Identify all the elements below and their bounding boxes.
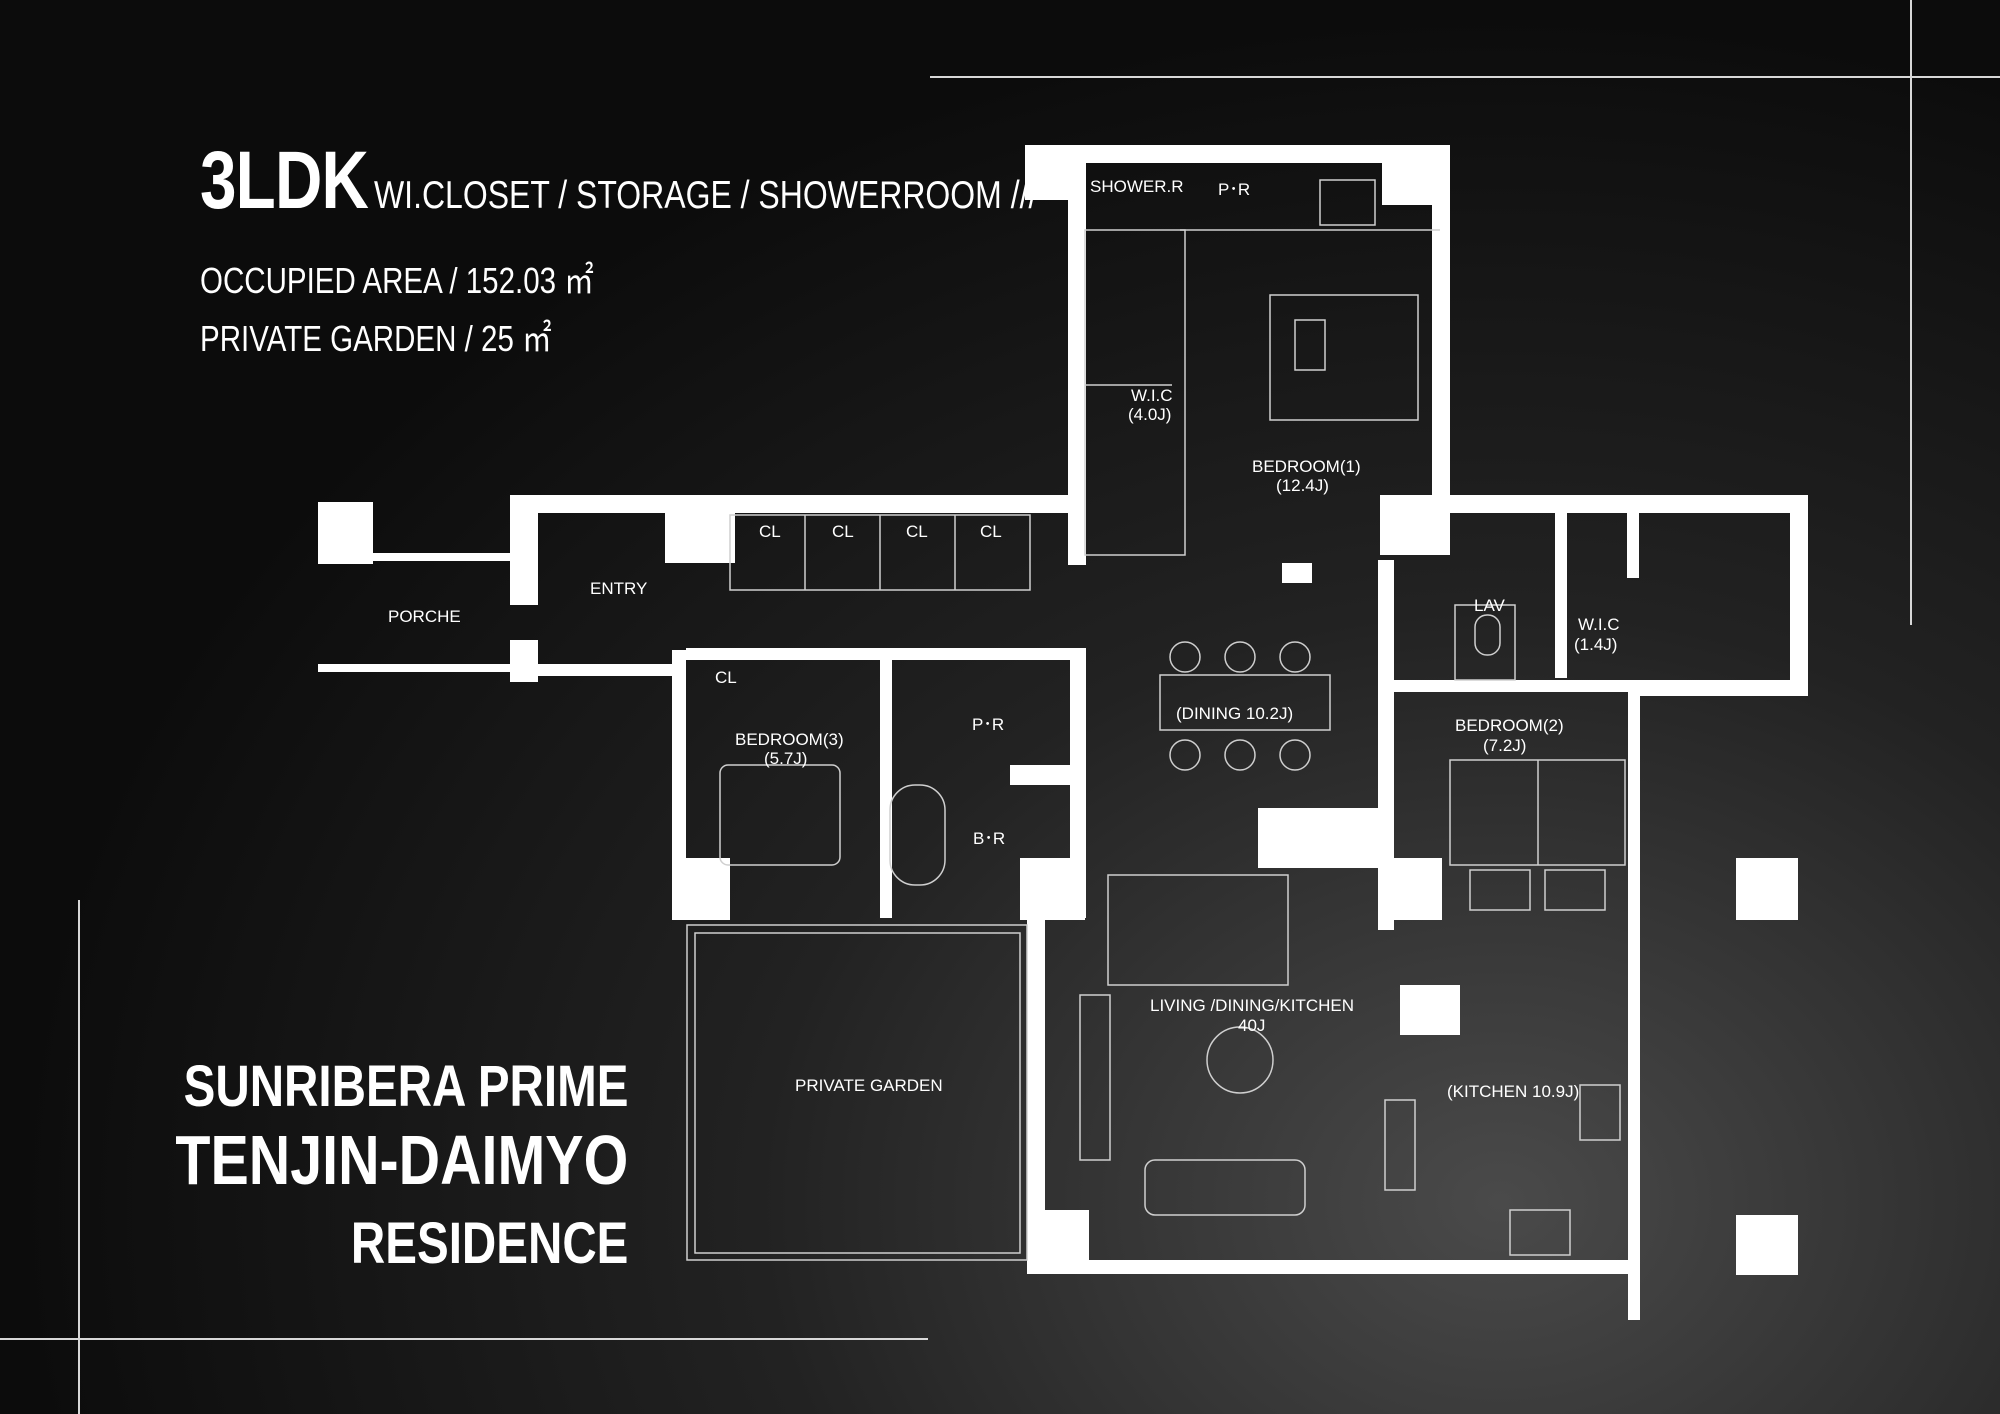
label-cl3: CL xyxy=(906,522,928,541)
label-bedroom3: BEDROOM(3) xyxy=(735,730,844,749)
label-bedroom2-size: (7.2J) xyxy=(1483,736,1526,755)
property-name-line1: SUNRIBERA PRIME xyxy=(183,1054,628,1119)
label-cl-bed3: CL xyxy=(715,668,737,687)
label-shower: SHOWER.R xyxy=(1090,177,1184,196)
label-cl4: CL xyxy=(980,522,1002,541)
label-bedroom1: BEDROOM(1) xyxy=(1252,457,1361,476)
private-garden-area: PRIVATE GARDEN / 25 ㎡ xyxy=(200,318,552,359)
plan-walls xyxy=(318,145,1808,1320)
label-bedroom2: BEDROOM(2) xyxy=(1455,716,1564,735)
headline: 3LDK WI.CLOSET / STORAGE / SHOWERROOM //… xyxy=(200,140,1183,222)
label-bedroom3-size: (5.7J) xyxy=(764,749,807,768)
label-br: B･R xyxy=(973,829,1005,848)
label-wic1-size: (4.0J) xyxy=(1128,405,1171,424)
label-ldk: LIVING /DINING/KITCHEN xyxy=(1150,996,1354,1015)
plan-type: 3LDK xyxy=(200,135,369,226)
plan-fixtures xyxy=(686,179,1626,1261)
label-cl1: CL xyxy=(759,522,781,541)
room-labels: SHOWER.R P･R W.I.C (4.0J) BEDROOM(1) (12… xyxy=(388,177,1620,1101)
label-entry: ENTRY xyxy=(590,579,647,598)
frame-line-top xyxy=(930,76,2000,78)
occupied-area: OCCUPIED AREA / 152.03 ㎡ xyxy=(200,260,594,301)
label-ldk-size: 40J xyxy=(1238,1016,1265,1035)
property-name-line3: RESIDENCE xyxy=(350,1211,628,1276)
plan-features: WI.CLOSET / STORAGE / SHOWERROOM /// xyxy=(374,174,1038,217)
label-bedroom1-size: (12.4J) xyxy=(1276,476,1329,495)
label-cl2: CL xyxy=(832,522,854,541)
label-garden: PRIVATE GARDEN xyxy=(795,1076,943,1095)
label-dining: (DINING 10.2J) xyxy=(1176,704,1293,723)
frame-line-right xyxy=(1910,0,1912,625)
label-wic1: W.I.C xyxy=(1131,386,1173,405)
label-wic2-size: (1.4J) xyxy=(1574,635,1617,654)
frame-line-bottom xyxy=(0,1338,928,1340)
label-kitchen: (KITCHEN 10.9J) xyxy=(1447,1082,1579,1101)
frame-line-left xyxy=(78,900,80,1414)
label-pr-mid: P･R xyxy=(972,715,1004,734)
label-porche: PORCHE xyxy=(388,607,461,626)
label-lav: LAV xyxy=(1474,596,1506,615)
property-name-line2: TENJIN-DAIMYO xyxy=(175,1121,628,1199)
label-pr-top: P･R xyxy=(1218,180,1250,199)
label-wic2: W.I.C xyxy=(1578,615,1620,634)
